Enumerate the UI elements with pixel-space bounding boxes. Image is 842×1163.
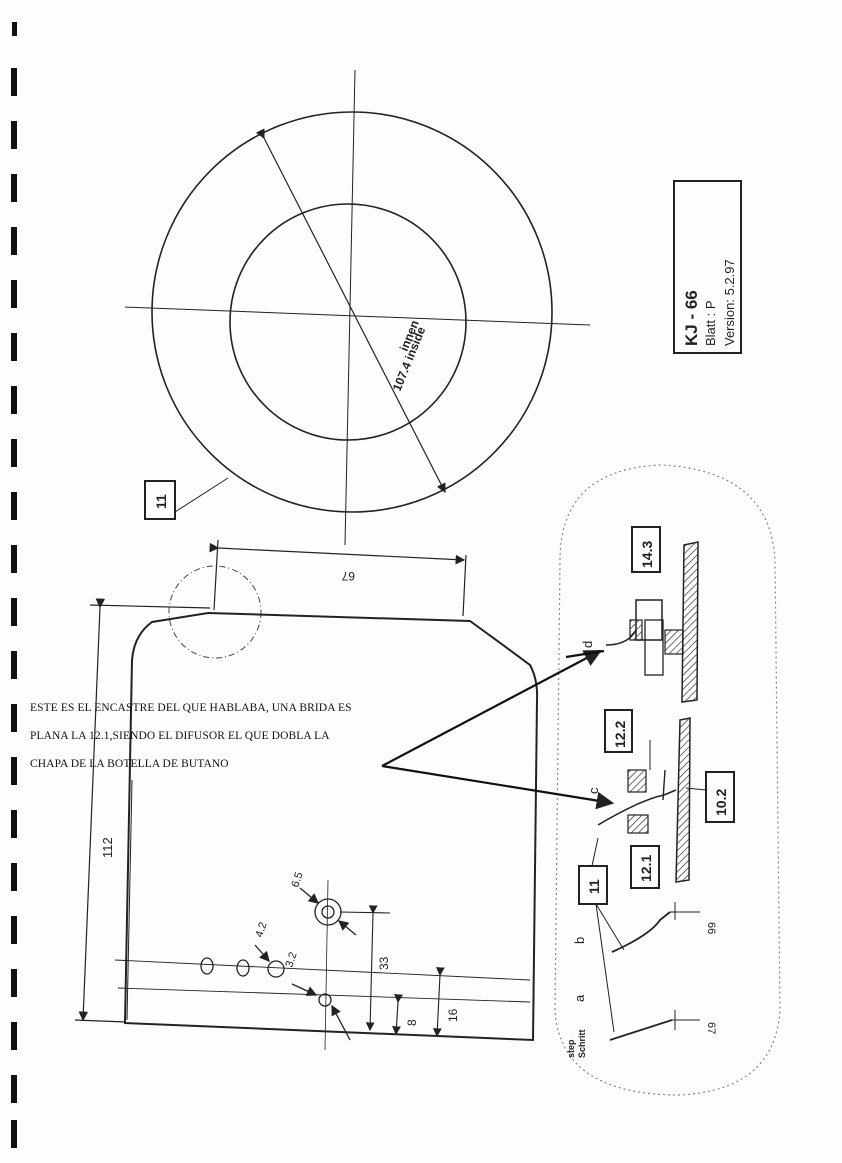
title-sheet: Blatt : P — [703, 300, 718, 346]
detail-steps-ab: 11 66 67 b a step Schritt — [566, 837, 717, 1058]
step-b-label: b — [572, 937, 587, 944]
part-11-callout: 11 — [144, 477, 229, 520]
step-d-label: d — [580, 641, 595, 648]
detail-step-c: 12.2 10.2 12.1 c — [586, 709, 735, 889]
dim-8-label: 8 — [405, 1019, 419, 1026]
dim-67-label: 67 — [341, 569, 355, 583]
part-12-2-label: 12.2 — [612, 721, 628, 748]
step-word: step — [566, 1039, 576, 1058]
part-14-3-label: 14.3 — [639, 541, 655, 568]
annotation-note: ESTE ES EL ENCASTRE DEL QUE HABLABA, UNA… — [30, 694, 390, 778]
part-11-label: 11 — [153, 494, 169, 509]
dim-112-label: 112 — [100, 837, 115, 858]
title-version: Version: 5.2.97 — [722, 259, 737, 346]
part-12-1-label: 12.1 — [638, 855, 654, 882]
step-a-label: a — [572, 994, 587, 1002]
detail-enclosure — [554, 464, 781, 1096]
flange-circles — [124, 69, 591, 546]
dim-6-5-label: 6.5 — [289, 871, 305, 889]
dim-112 — [74, 598, 211, 1023]
dim-3-2-label: 3.2 — [283, 951, 299, 969]
detail-step-d: 14.3 d — [580, 526, 699, 703]
dim-16-label: 16 — [446, 1008, 460, 1022]
note-line-3: CHAPA DE LA BOTELLA DE BUTANO — [30, 758, 229, 770]
note-line-1: ESTE ES EL ENCASTRE DEL QUE HABLABA, UNA… — [30, 702, 352, 714]
title-code: KJ - 66 — [682, 290, 701, 346]
part-11-detail-label: 11 — [586, 879, 602, 894]
annotation-arrows — [381, 649, 615, 810]
holes — [114, 879, 531, 1051]
detail-circle — [168, 565, 262, 659]
plate-outline — [123, 611, 539, 1042]
step-b-66-label: 66 — [705, 922, 717, 934]
part-10-2-label: 10.2 — [713, 789, 729, 816]
dim-33-label: 33 — [377, 956, 391, 970]
dim-4-2-label: 4.2 — [253, 921, 269, 939]
schritt-word: Schritt — [577, 1029, 587, 1058]
title-block: KJ - 66 Blatt : P Version: 5.2.97 — [673, 180, 742, 354]
outer-circle — [151, 111, 553, 513]
dim-vertical — [339, 905, 445, 1038]
step-c-label: c — [586, 787, 601, 794]
binding-marks — [11, 22, 17, 1148]
dim-67 — [209, 539, 467, 617]
step-a-67-label: 67 — [705, 1022, 717, 1034]
note-line-2: PLANA LA 12.1,SIENDO EL DIFUSOR EL QUE D… — [30, 730, 330, 742]
